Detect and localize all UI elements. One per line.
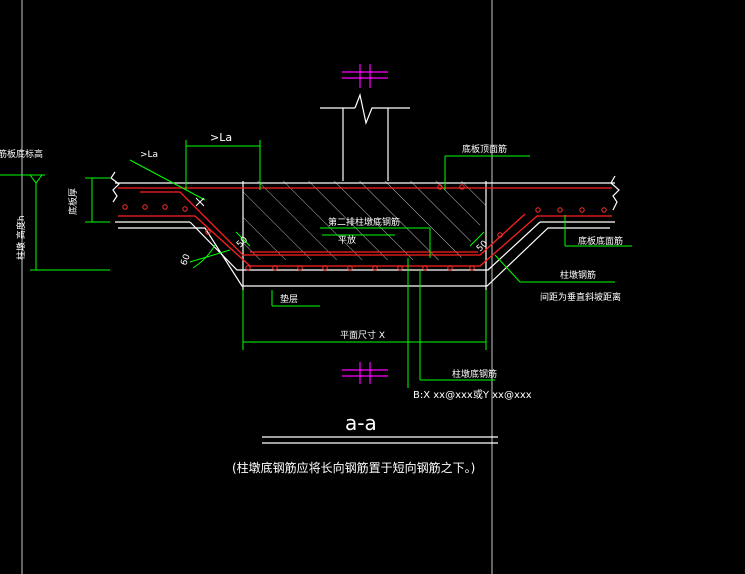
second-layer-bars-label: 第二排柱墩底钢筋 xyxy=(328,216,400,228)
angle-label: 60 xyxy=(179,253,192,267)
plan-size-label: 平面尺寸 X xyxy=(340,329,385,341)
title-underline xyxy=(262,436,498,444)
slab-bottom-bars-label: 底板底面筋 xyxy=(578,235,623,247)
section-note: (柱墩底钢筋应将长向钢筋置于短向钢筋之下。) xyxy=(232,460,475,475)
la-left-label: >La xyxy=(140,150,158,160)
dimension-lines xyxy=(0,140,632,388)
pier-bottom-bars-label: 柱墩底钢筋 xyxy=(452,368,497,380)
pier-depth-label: 柱墩 高度h xyxy=(15,215,27,260)
slab-thickness-label: 底板厚 xyxy=(67,188,79,215)
pier-outline xyxy=(110,92,620,290)
grid-lines xyxy=(21,0,493,574)
slab-bottom-elevation-label: 筋板底标高 xyxy=(0,148,43,160)
pier-hatch xyxy=(243,181,486,260)
slab-top-bars-label: 底板顶面筋 xyxy=(462,143,507,155)
column-center-mark xyxy=(342,64,388,384)
rebar-dots xyxy=(122,184,607,271)
rebar-lines xyxy=(118,187,612,267)
bar-spec-label: B:X xx@xxx或Y xx@xxx xyxy=(413,389,532,401)
level-label: 平放 xyxy=(338,234,356,246)
weld-marks xyxy=(195,197,205,207)
cushion-label: 垫层 xyxy=(280,293,298,305)
spacing-note-label: 间距为垂直斜坡距离 xyxy=(540,291,621,303)
pier-bars-right-label: 柱墩钢筋 xyxy=(560,269,596,281)
section-title: a-a xyxy=(345,411,377,435)
la-top-label: >La xyxy=(210,131,232,144)
